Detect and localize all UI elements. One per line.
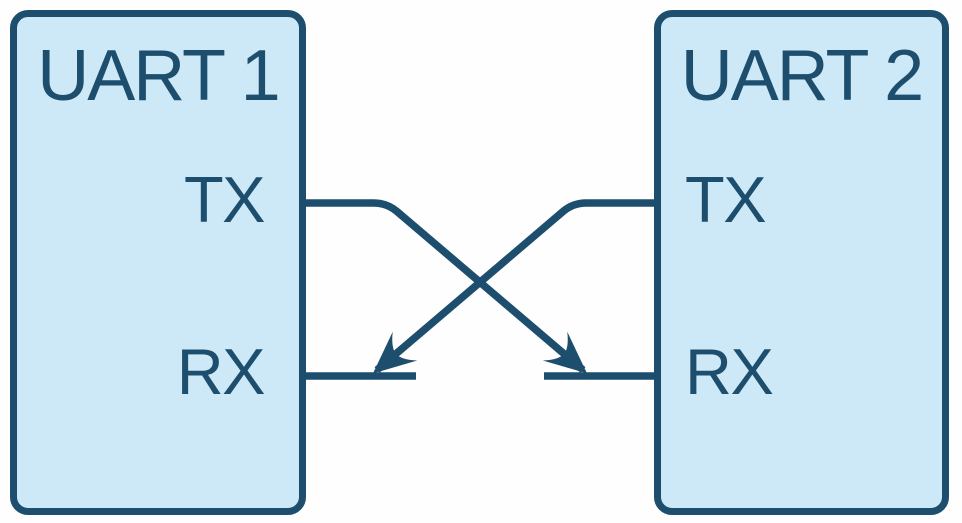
uart2-title: UART 2 [680,36,924,116]
uart2-rx-pin-label: RX [685,335,774,408]
uart1-title: UART 1 [37,36,280,116]
uart2-tx-pin-label: TX [685,163,767,236]
uart1-tx-pin-label: TX [183,163,266,236]
wire-uart1-tx-to-uart2-rx [304,199,587,374]
uart2-block: UART 2 TX RX [654,10,949,515]
wire-uart2-tx-to-uart1-rx [373,199,656,374]
uart1-rx-pin-label: RX [176,335,266,408]
uart1-block: UART 1 TX RX [10,10,306,515]
